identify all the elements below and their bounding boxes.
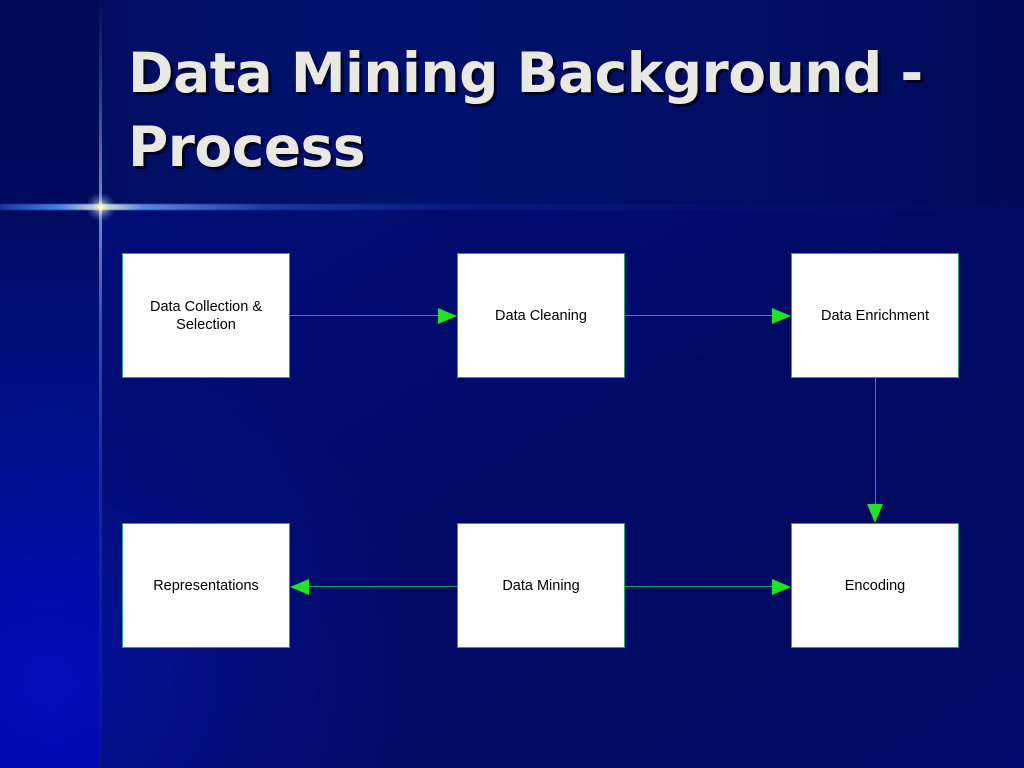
node-data-mining[interactable]: Data Mining xyxy=(457,523,625,648)
node-data-cleaning[interactable]: Data Cleaning xyxy=(457,253,625,378)
arrow-right-icon-collection-to-cleaning xyxy=(438,308,457,324)
edge-line-collection-to-cleaning xyxy=(290,315,438,316)
edge-line-mining-to-representations xyxy=(309,586,457,587)
arrow-down-icon-enrichment-to-encoding xyxy=(867,504,883,523)
edge-line-mining-to-encoding xyxy=(625,586,772,587)
edge-line-cleaning-to-enrichment xyxy=(625,315,772,316)
edge-line-enrichment-to-encoding xyxy=(875,378,876,504)
node-encoding[interactable]: Encoding xyxy=(791,523,959,648)
background-title-band xyxy=(0,0,1024,207)
arrow-left-icon-mining-to-representations xyxy=(290,579,309,595)
arrow-right-icon-mining-to-encoding xyxy=(772,579,791,595)
node-data-collection-selection[interactable]: Data Collection & Selection xyxy=(122,253,290,378)
starburst-icon xyxy=(86,193,116,221)
node-data-enrichment[interactable]: Data Enrichment xyxy=(791,253,959,378)
node-representations[interactable]: Representations xyxy=(122,523,290,648)
horizontal-accent-line xyxy=(0,204,1024,210)
page-title: Data Mining Background - Process xyxy=(128,41,923,179)
arrow-right-icon-cleaning-to-enrichment xyxy=(772,308,791,324)
vertical-accent-line xyxy=(99,0,102,768)
